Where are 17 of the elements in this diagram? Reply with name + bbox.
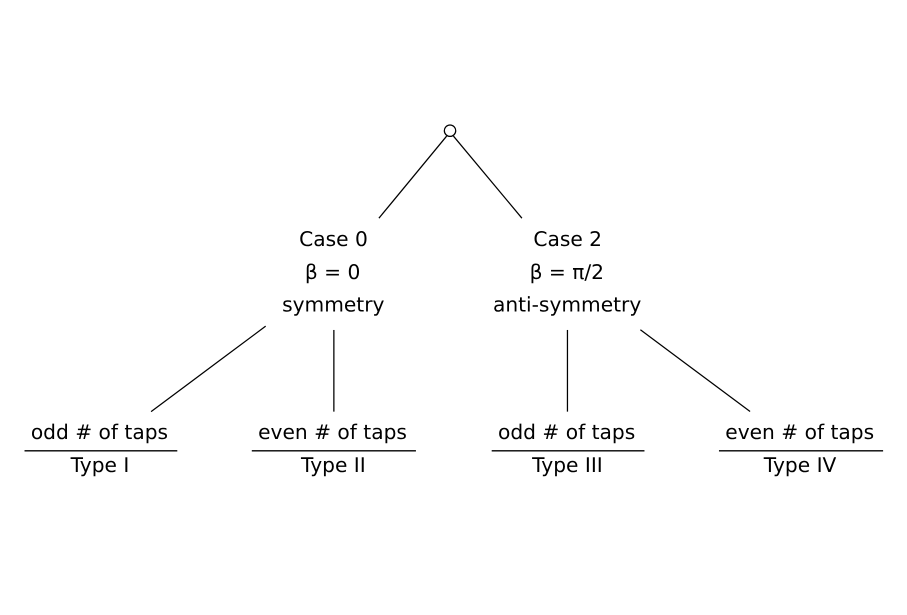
connector [566, 330, 568, 412]
node-label: Type I [70, 453, 130, 478]
connector [333, 330, 334, 412]
node-label: Type III [532, 453, 603, 478]
node-circle [444, 124, 456, 138]
node-label: even # of taps [258, 420, 407, 444]
connector [452, 136, 522, 219]
node-label: Type II [301, 453, 366, 478]
node-label: odd # of taps [498, 420, 636, 444]
node-label: odd # of taps [30, 420, 168, 444]
connector [378, 136, 448, 219]
node-label: Type IV [764, 453, 836, 478]
node-text: Case 2 β = π/2 anti-symmetry [492, 227, 642, 317]
connector [640, 329, 750, 412]
node-text: Case 0 β = 0 symmetry [282, 227, 384, 317]
connector [150, 326, 266, 412]
node-label: even # of taps [725, 420, 874, 444]
